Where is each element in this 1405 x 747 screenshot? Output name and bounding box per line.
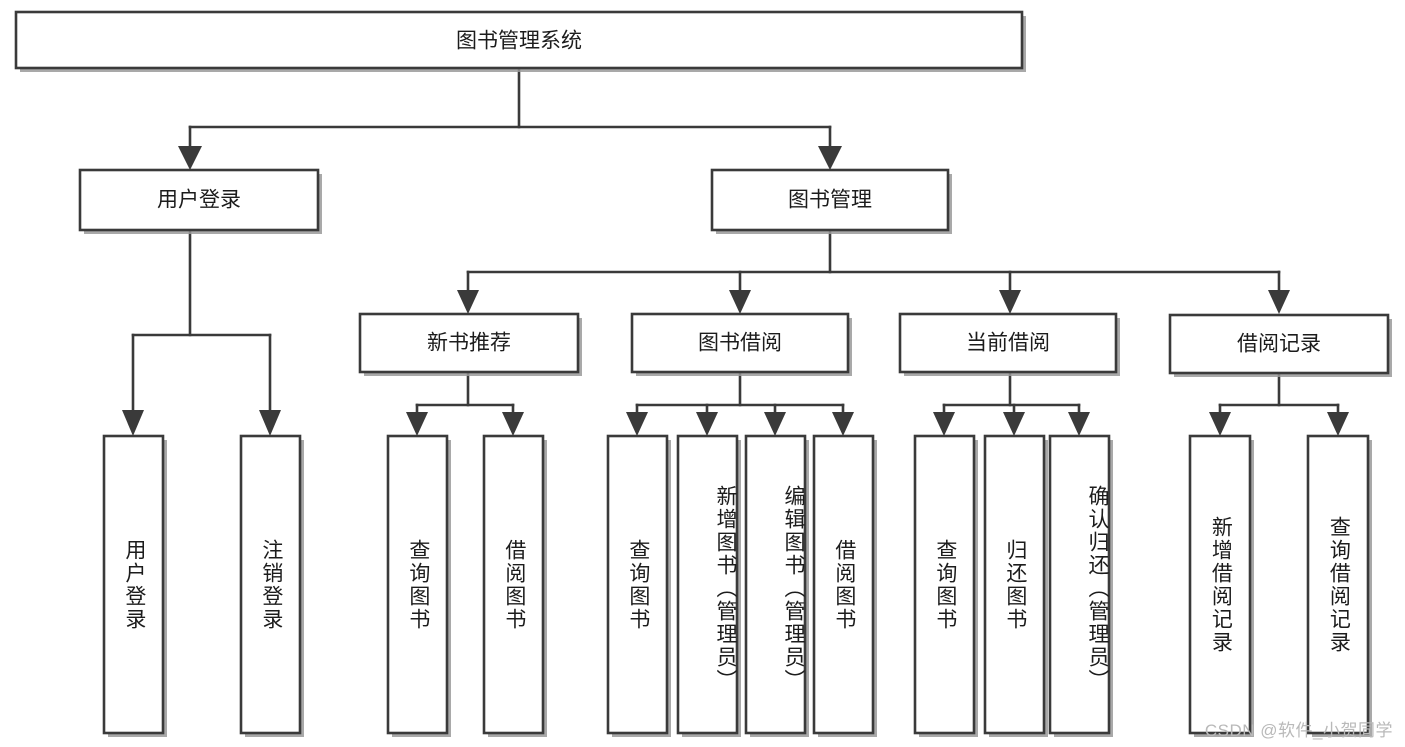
arrowhead-leaf-logout [259, 410, 281, 436]
arrowhead-currentborrow-leaf-2 [1003, 412, 1025, 436]
arrowhead-book-manage [818, 146, 842, 170]
leaf-node-newbook-borrow[interactable] [482, 434, 547, 737]
arrowhead-bookborrow-leaf-1 [626, 412, 648, 436]
node-layer: 图书管理系统 用户登录 图书管理 新书推荐 [14, 10, 1392, 737]
node-user-login-label: 用户登录 [157, 189, 241, 212]
node-current-borrow-label: 当前借阅 [966, 332, 1050, 355]
leaf-node-bookborrow-borrow[interactable] [812, 434, 877, 737]
arrowhead-borrow-record [1268, 290, 1290, 314]
leaf-node-newbook-query[interactable] [386, 434, 451, 737]
node-new-book-recommend-label: 新书推荐 [427, 332, 511, 355]
arrowhead-currentborrow-leaf-1 [933, 412, 955, 436]
leaf-node-currentborrow-query[interactable] [913, 434, 978, 737]
leaf-node-record-add[interactable] [1188, 434, 1254, 737]
leaf-node-currentborrow-confirm[interactable] [1048, 434, 1113, 737]
arrowhead-current-borrow [999, 290, 1021, 314]
leaf-node-logout[interactable] [239, 434, 304, 737]
arrowhead-user-login [178, 146, 202, 170]
arrowhead-leaf-user-login [122, 410, 144, 436]
arrowhead-bookborrow-leaf-4 [832, 412, 854, 436]
arrowhead-newbook-leaf-1 [406, 412, 428, 436]
node-book-borrow-label: 图书借阅 [698, 332, 782, 355]
node-current-borrow[interactable]: 当前借阅 [898, 312, 1120, 376]
arrowhead-bookborrow-leaf-2 [696, 412, 718, 436]
leaf-node-bookborrow-add[interactable] [676, 434, 741, 737]
node-root-label: 图书管理系统 [456, 30, 582, 53]
leaf-node-bookborrow-query[interactable] [606, 434, 671, 737]
node-book-borrow[interactable]: 图书借阅 [630, 312, 852, 376]
arrowhead-newbook-leaf-2 [502, 412, 524, 436]
node-root-system[interactable]: 图书管理系统 [14, 10, 1026, 72]
arrowhead-borrowrecord-leaf-2 [1327, 412, 1349, 436]
node-book-manage[interactable]: 图书管理 [710, 168, 952, 234]
arrowhead-bookborrow-leaf-3 [764, 412, 786, 436]
node-borrow-record-label: 借阅记录 [1237, 333, 1321, 356]
node-new-book-recommend[interactable]: 新书推荐 [358, 312, 582, 376]
leaf-node-record-query[interactable] [1306, 434, 1372, 737]
node-borrow-record[interactable]: 借阅记录 [1168, 313, 1392, 377]
node-user-login[interactable]: 用户登录 [78, 168, 322, 234]
arrowhead-new-book-rec [457, 290, 479, 314]
leaf-node-user-login[interactable] [102, 434, 167, 737]
leaf-node-bookborrow-edit[interactable] [744, 434, 809, 737]
leaf-node-currentborrow-return[interactable] [983, 434, 1048, 737]
node-book-manage-label: 图书管理 [788, 189, 872, 212]
arrowhead-borrowrecord-leaf-1 [1209, 412, 1231, 436]
watermark: CSDN @软件_小贺同学 [1204, 721, 1393, 740]
arrowhead-book-borrow [729, 290, 751, 314]
arrowhead-currentborrow-leaf-3 [1068, 412, 1090, 436]
connector-layer [122, 66, 1349, 436]
